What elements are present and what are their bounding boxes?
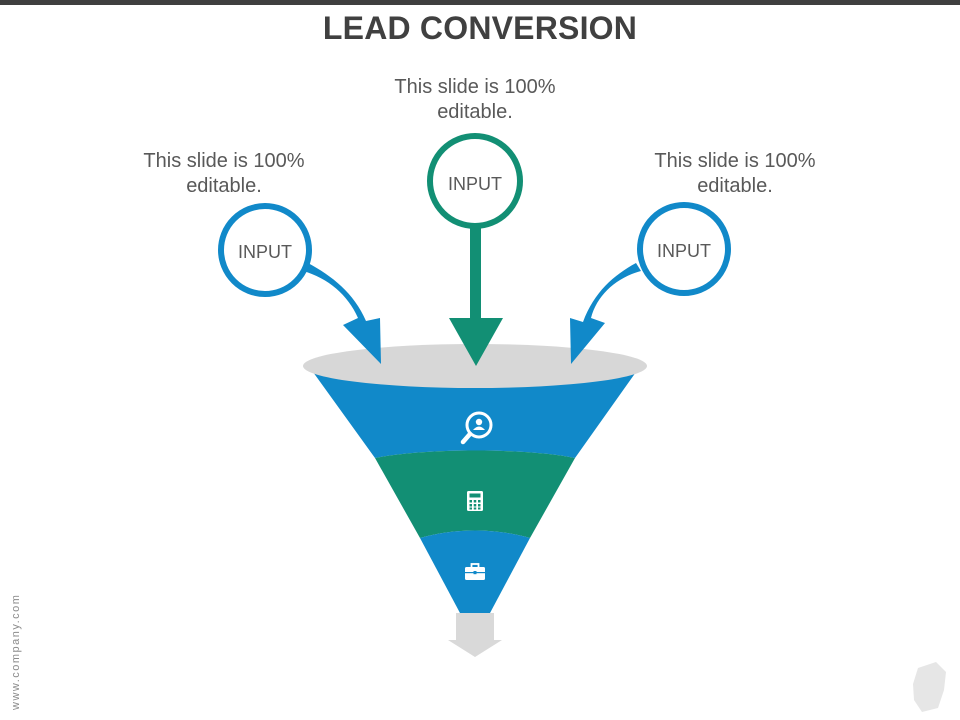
left-input-arrow [303, 263, 381, 364]
calculator-icon [467, 491, 483, 511]
right-input-circle [637, 202, 731, 296]
brush-mark-icon [913, 662, 946, 712]
left-caption-line1: This slide is 100% [143, 150, 305, 172]
right-input-arrow [570, 263, 641, 364]
left-caption-line2: editable. [186, 175, 262, 197]
right-caption-line1: This slide is 100% [654, 150, 816, 172]
center-caption: This slide is 100% editable. [375, 75, 575, 125]
center-caption-line2: editable. [437, 101, 513, 123]
top-bar [0, 0, 960, 5]
left-input-label: INPUT [238, 242, 292, 262]
funnel-rim [303, 344, 647, 388]
right-caption: This slide is 100% editable. [635, 149, 835, 199]
center-input-label: INPUT [448, 174, 502, 194]
right-input-label: INPUT [657, 241, 711, 261]
right-caption-line2: editable. [697, 175, 773, 197]
footer-url: www.company.com [10, 593, 22, 710]
left-input-circle [218, 203, 312, 297]
briefcase-icon [465, 563, 485, 580]
center-input-arrow [449, 226, 503, 366]
page-title: LEAD CONVERSION [322, 10, 638, 46]
output-arrow [448, 613, 502, 657]
center-caption-line1: This slide is 100% [394, 76, 556, 98]
left-caption: This slide is 100% editable. [124, 149, 324, 199]
center-input-circle [427, 133, 523, 229]
search-user-icon [460, 411, 493, 445]
